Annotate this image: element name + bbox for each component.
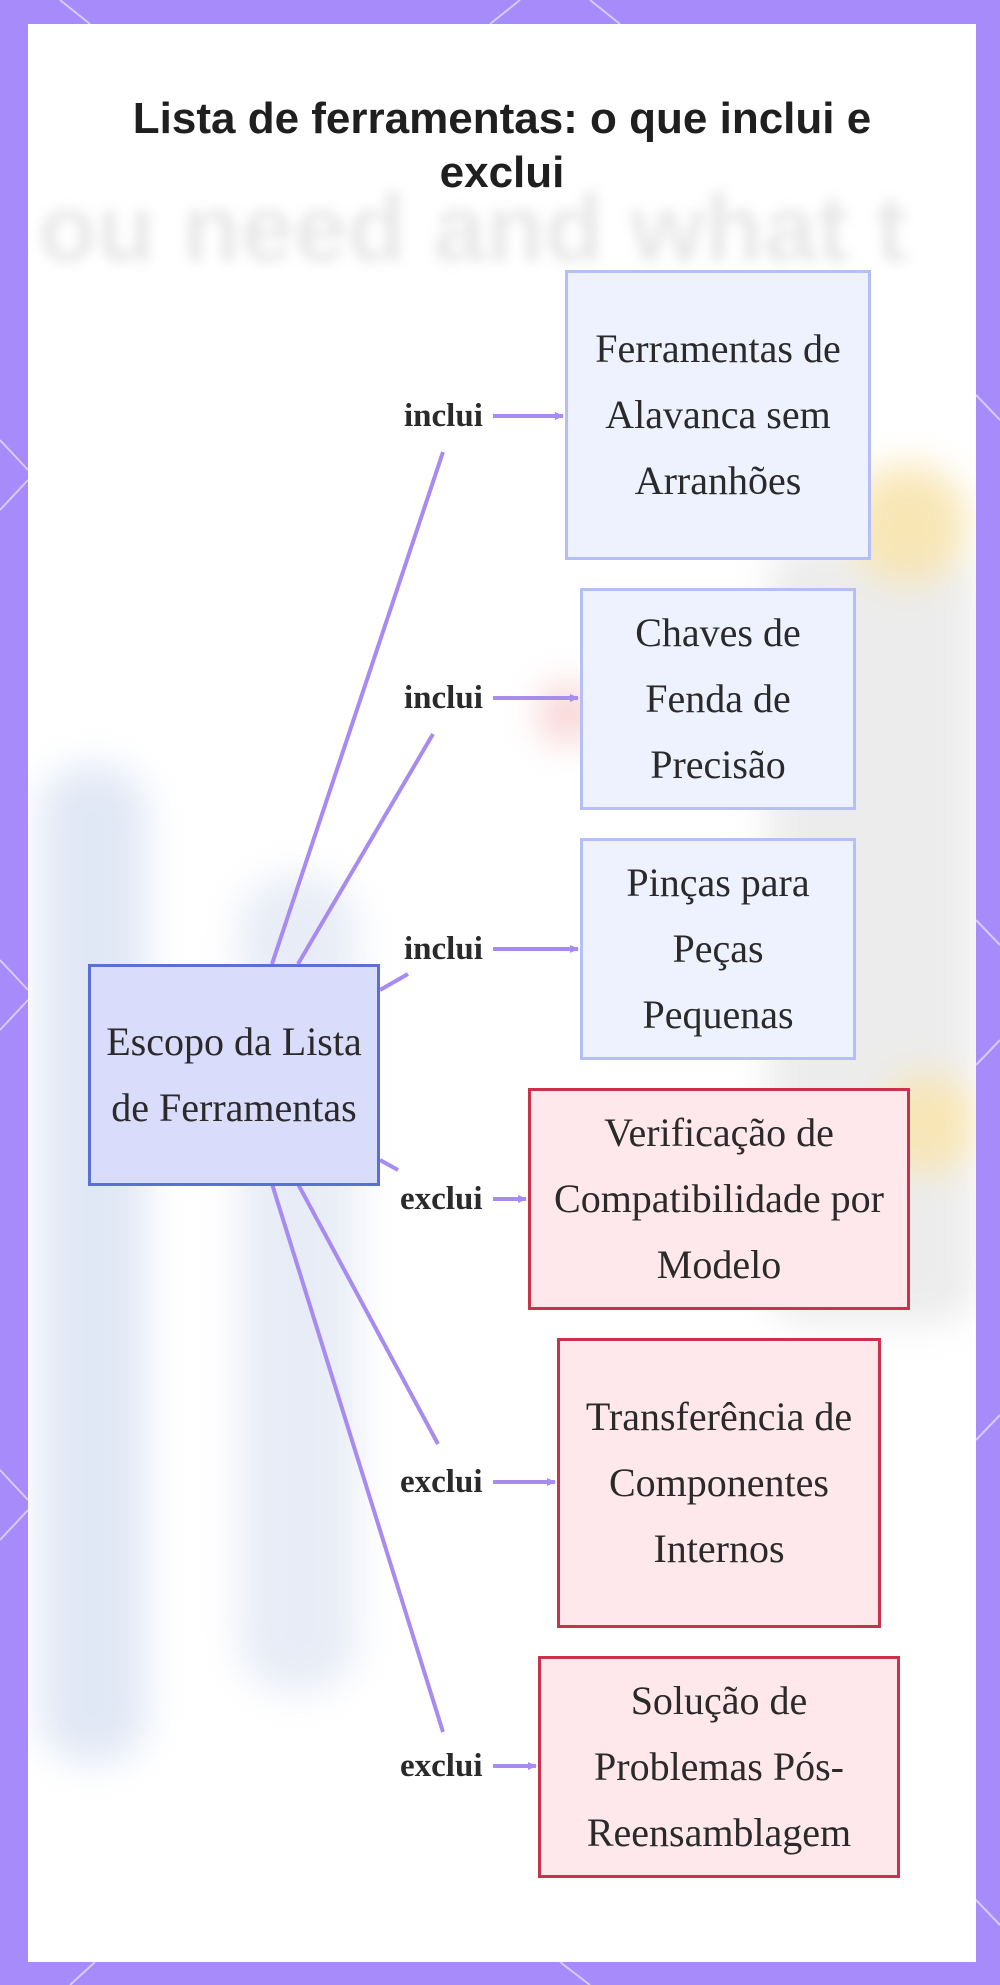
include-node-1: Ferramentas de Alavanca sem Arranhões: [565, 270, 871, 560]
include-node-3-label: Pinças para Peças Pequenas: [626, 860, 810, 1037]
edge-label-exclude-2: exclui: [398, 1462, 485, 1502]
exclude-node-1: Verificação de Compatibilidade por Model…: [528, 1088, 910, 1310]
edge-line-6: [270, 1183, 445, 1733]
include-node-3: Pinças para Peças Pequenas: [580, 838, 856, 1060]
connector-lines: [270, 412, 579, 1770]
edge-line-1: [270, 451, 445, 965]
edge-line-2: [296, 732, 435, 966]
exclude-node-2: Transferência de Componentes Internos: [557, 1338, 881, 1628]
edge-label-include-2: inclui: [402, 678, 485, 718]
diagram-title: Lista de ferramentas: o que inclui e exc…: [132, 94, 872, 197]
exclude-node-2-label: Transferência de Componentes Internos: [585, 1394, 853, 1571]
edge-line-4: [379, 1158, 399, 1172]
exclude-node-3-label: Solução de Problemas Pós-Reensamblagem: [586, 1678, 852, 1855]
root-node: Escopo da Lista de Ferramentas: [88, 964, 380, 1186]
root-node-label: Escopo da Lista de Ferramentas: [106, 1019, 362, 1130]
include-node-2: Chaves de Fenda de Precisão: [580, 588, 856, 810]
edge-label-exclude-3: exclui: [398, 1746, 485, 1786]
edge-label-exclude-1: exclui: [398, 1179, 485, 1219]
diagram-card: ou need and what t Lista de ferramentas:…: [28, 24, 976, 1962]
exclude-node-1-label: Verificação de Compatibilidade por Model…: [554, 1110, 884, 1287]
include-node-2-label: Chaves de Fenda de Precisão: [635, 610, 801, 787]
edge-line-5: [296, 1183, 440, 1445]
edge-label-include-1: inclui: [402, 396, 485, 436]
background-text: ou need and what t: [38, 175, 908, 282]
edge-label-include-3: inclui: [402, 929, 485, 969]
edge-line-3: [379, 972, 409, 992]
include-node-1-label: Ferramentas de Alavanca sem Arranhões: [595, 326, 841, 503]
exclude-node-3: Solução de Problemas Pós-Reensamblagem: [538, 1656, 900, 1878]
